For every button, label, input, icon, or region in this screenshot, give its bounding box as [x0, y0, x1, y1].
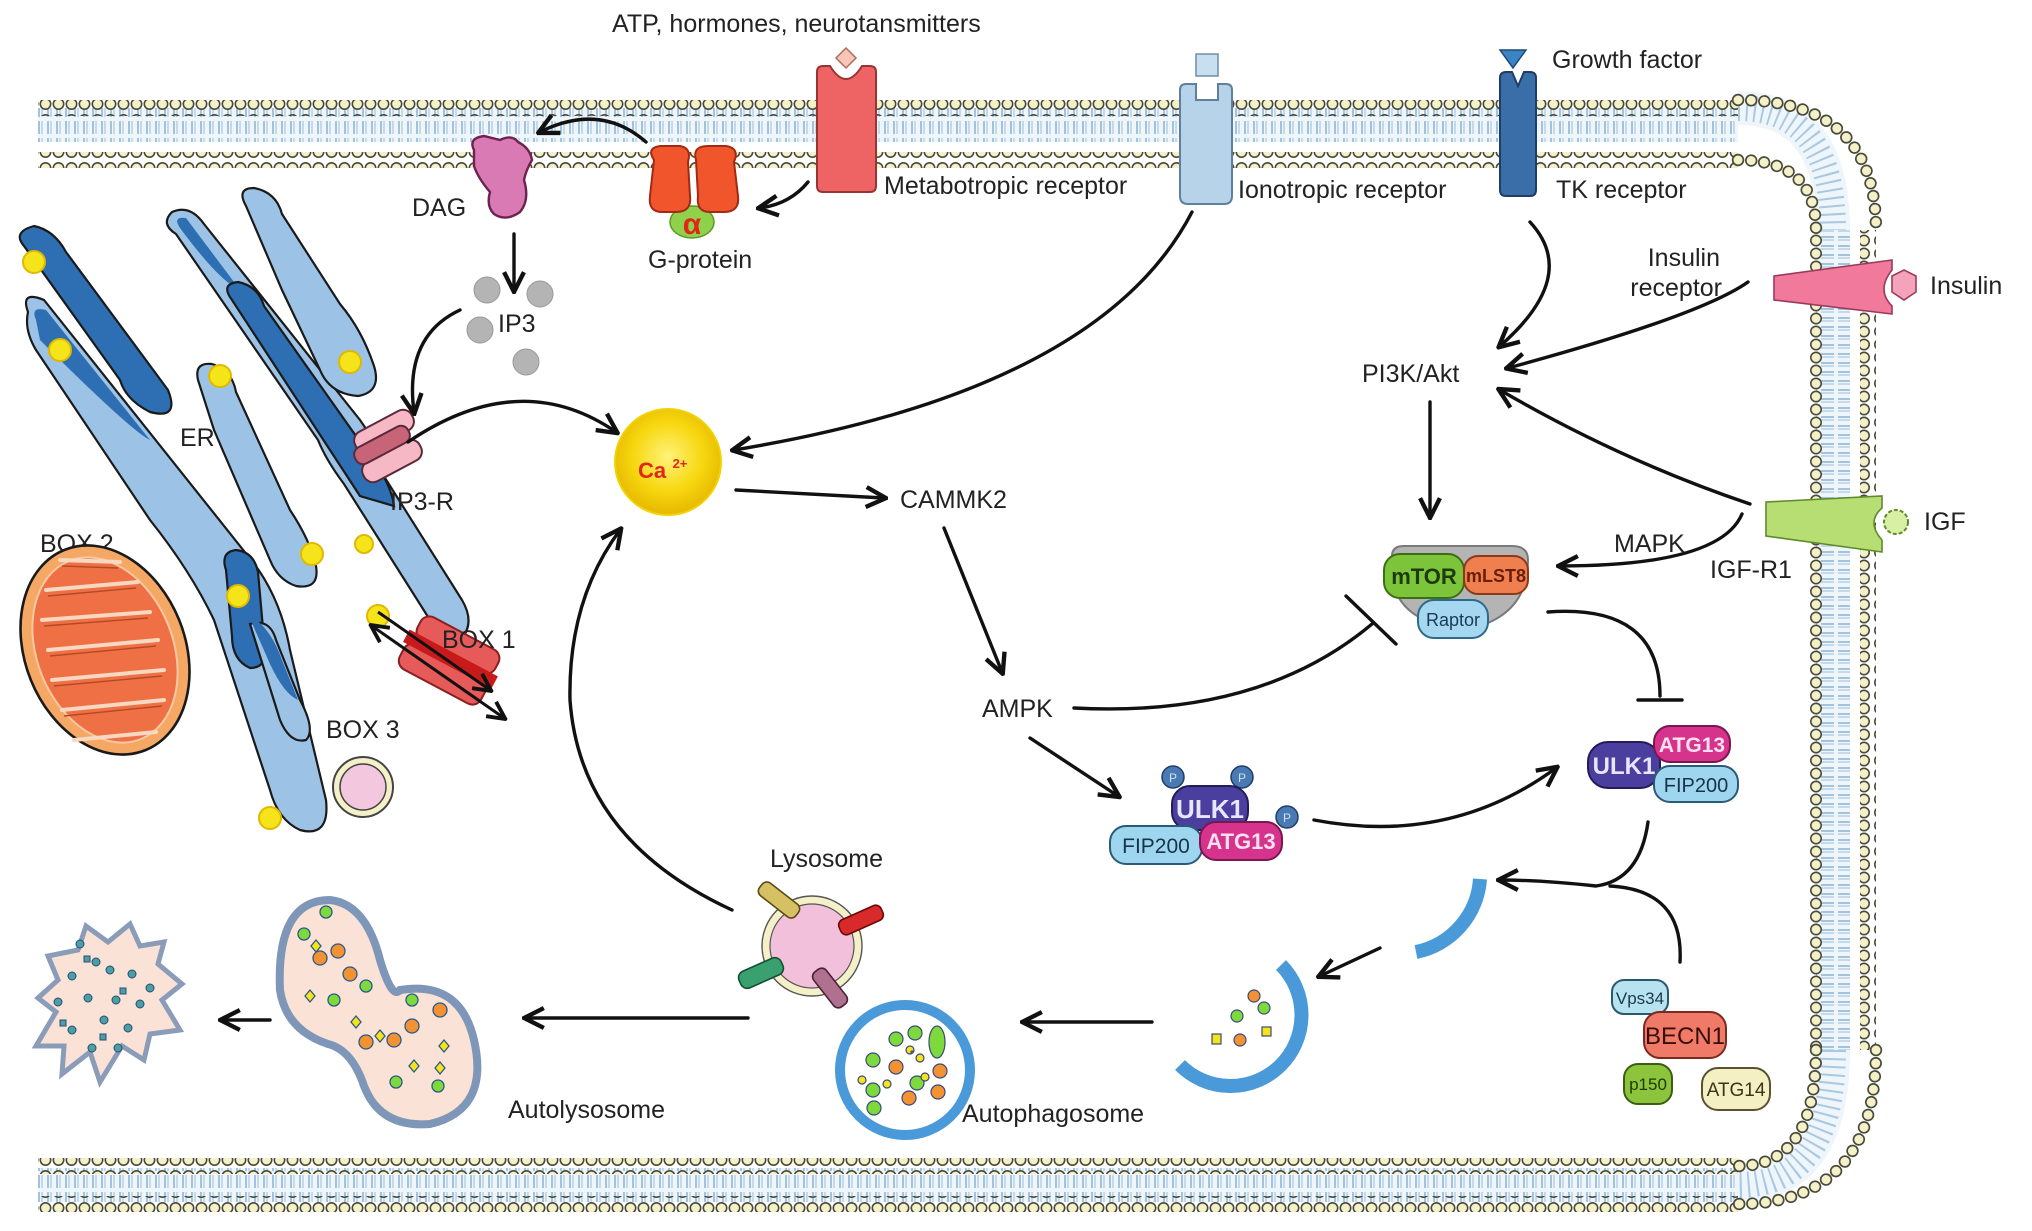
ulk1-complex-active: ULK1 ATG13 FIP200 [1587, 725, 1739, 803]
fip200-label: FIP200 [1664, 775, 1728, 797]
insulin-label: Insulin [1930, 272, 2002, 300]
dag-label: DAG [412, 194, 466, 222]
ligands-label: ATP, hormones, neurotansmitters [612, 10, 981, 38]
mitochondrion [19, 544, 191, 756]
calcium-label: Ca [638, 458, 667, 483]
mtor-label: mTOR [1391, 564, 1457, 589]
ampk-label: AMPK [982, 695, 1053, 723]
g-protein-label: G-protein [648, 246, 752, 274]
igf-receptor [1765, 495, 1909, 553]
lysosome [737, 881, 885, 1009]
ip3-receptor [353, 408, 423, 484]
degraded-content [31, 920, 186, 1088]
g-protein: α [648, 145, 740, 241]
arrow-ip3-to-ip3r [412, 308, 462, 412]
arrow-lysosome-to-calcium [568, 530, 734, 912]
box1-channel [372, 610, 508, 718]
box1-label: BOX 1 [442, 626, 516, 654]
arrow-insulin-receptor-to-pi3k [1508, 280, 1750, 368]
calcium-charge-label: 2+ [673, 456, 688, 471]
ulk1-complex-phosphorylated: P P P ULK1 FIP200 ATG13 [1109, 765, 1299, 865]
igf-label: IGF [1924, 508, 1966, 536]
phospho-group-icon: P P P [1161, 765, 1299, 829]
igf-r1-label: IGF-R1 [1710, 556, 1792, 584]
endoplasmic-reticulum [18, 186, 470, 833]
arrow-metabotropic-to-gprotein [760, 180, 810, 208]
ip3-r-label: IP3-R [390, 488, 454, 516]
er-label: ER [180, 424, 215, 452]
er-calcium-stores [22, 250, 390, 830]
ip3-label: IP3 [498, 310, 536, 338]
pi3k-class3-complex: Vps34 BECN1 p150 ATG14 [1611, 979, 1771, 1111]
atg13-phospho-label: ATG13 [1206, 829, 1275, 854]
mlst8-label: mLST8 [1466, 566, 1526, 586]
arrow-phagophore-to-expanding [1320, 946, 1382, 976]
tk-receptor [1498, 49, 1537, 197]
ionotropic-receptor-label: Ionotropic receptor [1238, 176, 1446, 204]
arrow-ulk1p-to-ulk1 [1312, 768, 1556, 829]
plasma-membrane [38, 91, 1883, 1212]
alpha-subunit-label: α [683, 208, 702, 241]
insulin-receptor [1773, 259, 1917, 315]
expanding-phagophore [1175, 960, 1309, 1094]
atg14-label: ATG14 [1707, 1080, 1766, 1101]
insulin-receptor-label-2: receptor [1630, 274, 1722, 302]
tk-receptor-label: TK receptor [1556, 176, 1687, 204]
arrow-igf-to-mtorc1-mapk [1560, 512, 1744, 566]
autophagosome [835, 1000, 975, 1140]
autolysosome [275, 895, 482, 1129]
svg-text:P: P [1238, 771, 1246, 785]
autolysosome-label: Autolysosome [508, 1096, 665, 1124]
mtorc1-complex: mTOR mLST8 Raptor [1383, 545, 1530, 639]
inhibition-ampk-to-mtorc1 [1072, 622, 1374, 711]
svg-text:P: P [1169, 771, 1177, 785]
mapk-label: MAPK [1614, 530, 1685, 558]
ulk1-phospho-label: ULK1 [1176, 794, 1244, 824]
igf-ligand-icon [1883, 509, 1909, 535]
ip3-molecules [466, 276, 554, 376]
autophagosome-label: Autophagosome [962, 1100, 1144, 1128]
insulin-receptor-label-1: Insulin [1648, 244, 1720, 272]
mlst8-subunit [1463, 555, 1529, 595]
ulk1-label: ULK1 [1593, 753, 1656, 780]
svg-text:P: P [1283, 811, 1291, 825]
arrow-igf-to-pi3k [1500, 390, 1752, 506]
becn1-label: BECN1 [1645, 1023, 1725, 1050]
arrow-vps34-branch [1608, 884, 1682, 964]
cammk2-label: CAMMK2 [900, 486, 1007, 514]
pathway-arrows [222, 119, 1752, 1022]
box3-vesicle [332, 756, 394, 818]
ligand-diamond-icon [834, 46, 858, 70]
arrow-ampk-to-ulk1 [1028, 736, 1118, 796]
inhibition-bar-mtorc1 [1344, 594, 1398, 646]
arrow-calcium-to-cammk2 [734, 490, 884, 498]
insulin-hexagon-icon [1891, 269, 1917, 301]
inhibition-mtorc1-to-ulk1 [1546, 609, 1662, 698]
vps34-label: Vps34 [1616, 989, 1664, 1008]
metabotropic-receptor [816, 46, 877, 193]
raptor-subunit [1417, 599, 1489, 639]
arrow-cammk2-to-ampk [942, 526, 1002, 672]
phagophore [1414, 878, 1487, 959]
ionotropic-receptor [1179, 53, 1233, 205]
dag [471, 134, 534, 219]
growth-factor-label: Growth factor [1552, 46, 1702, 74]
fip200-phospho-label: FIP200 [1122, 835, 1190, 858]
arrow-ip3r-to-calcium [406, 399, 616, 444]
pi3k-akt-label: PI3K/Akt [1362, 360, 1459, 388]
box3-label: BOX 3 [326, 716, 400, 744]
lysosome-label: Lysosome [770, 845, 883, 873]
arrow-tk-to-pi3k [1500, 220, 1551, 346]
arrow-ionotropic-to-calcium [734, 210, 1194, 450]
calcium-ion: Ca 2+ [614, 408, 722, 516]
arrow-ulk1-branch [1500, 820, 1650, 886]
p150-label: p150 [1629, 1075, 1667, 1094]
atg13-label: ATG13 [1659, 734, 1725, 757]
arrow-gprotein-to-dag [540, 119, 648, 144]
raptor-label: Raptor [1426, 610, 1480, 630]
metabotropic-receptor-label: Metabotropic receptor [884, 172, 1127, 200]
growth-factor-icon [1498, 49, 1528, 70]
